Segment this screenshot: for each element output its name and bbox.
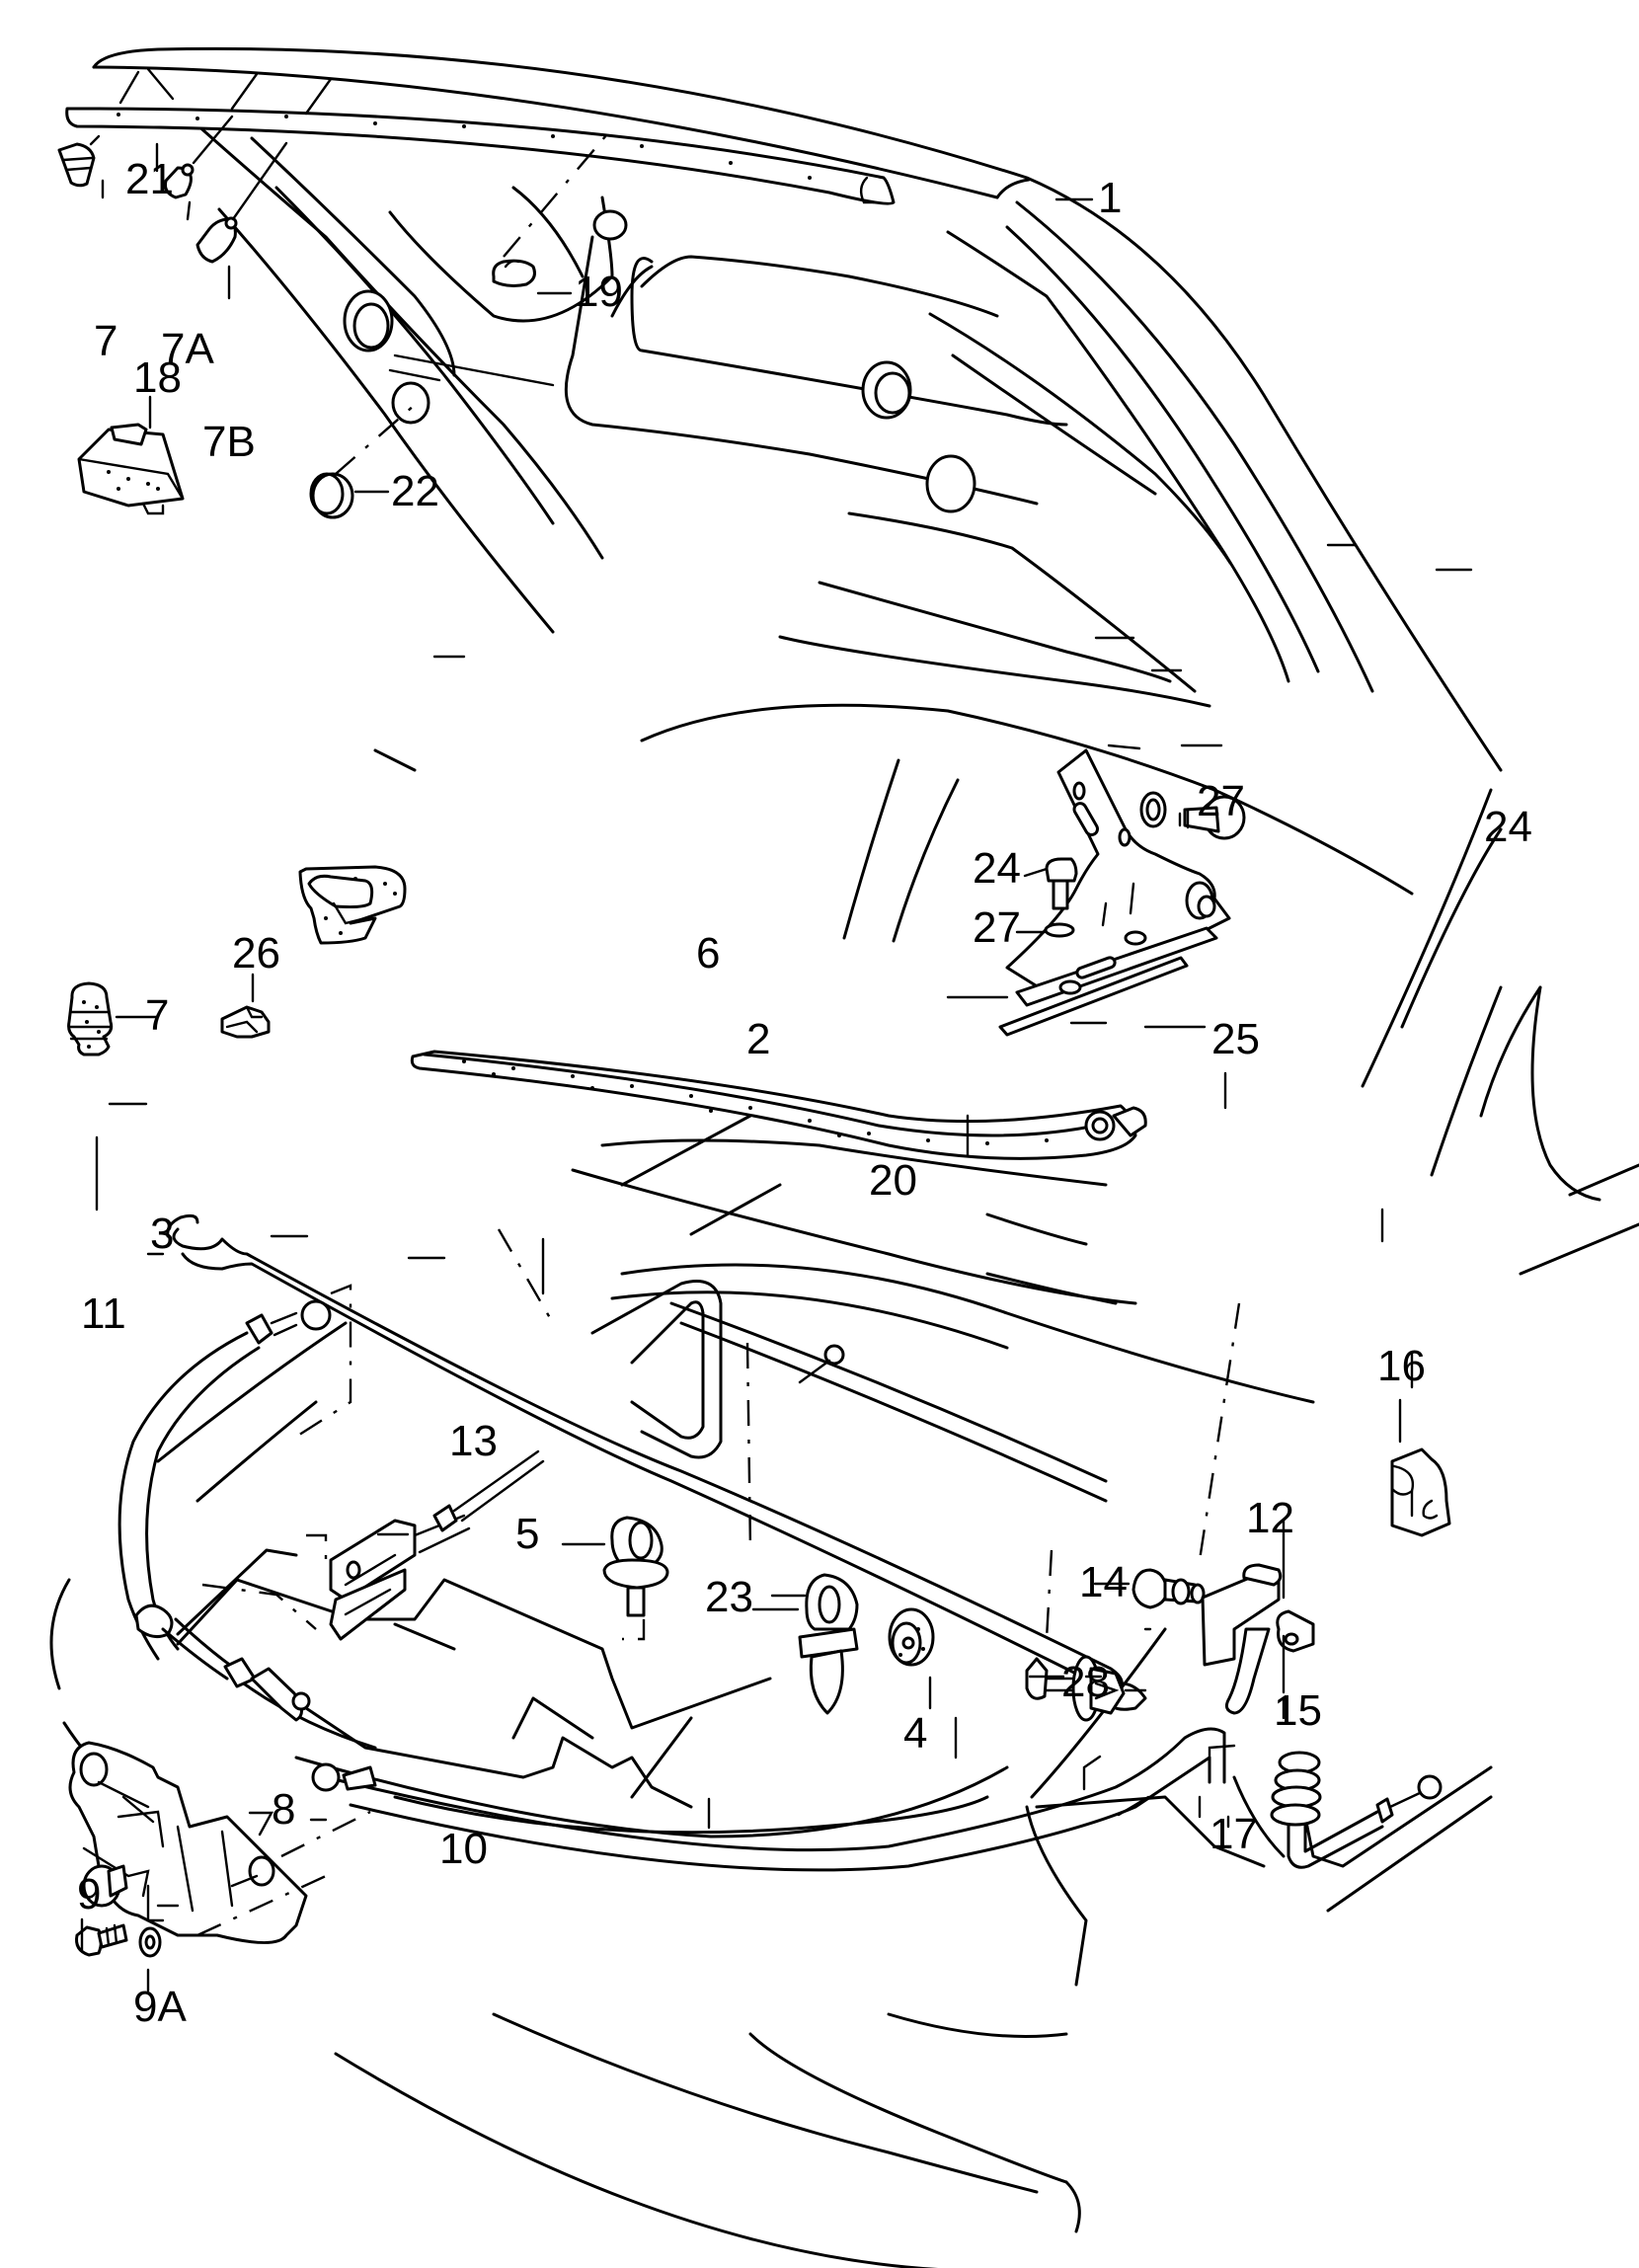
callout-12[interactable]: 12 [1246, 1494, 1294, 1542]
callout-3[interactable]: 3 [150, 1210, 174, 1258]
hood-clip-slot [592, 209, 628, 241]
leader-lines [80, 142, 1473, 1993]
washer-upper[interactable] [1139, 791, 1167, 828]
leader-lines-extra [146, 867, 1402, 1829]
leader-dash [1045, 1549, 1054, 1640]
hood-hole [343, 289, 394, 352]
release-cable-10[interactable] [311, 1727, 1226, 1872]
leader-dash [497, 1228, 555, 1324]
callout-22[interactable]: 22 [391, 467, 439, 515]
washer-9A[interactable] [138, 1926, 162, 1958]
callout-7A[interactable]: 7A [161, 325, 214, 373]
callout-28[interactable]: 28 [1061, 1658, 1110, 1706]
lock-8[interactable] [68, 1741, 371, 1944]
callout-labels: 1 2 3 4 5 6 7 7 7A 7B 8 9 9A 10 11 12 13… [77, 155, 1532, 2031]
callout-24-upper[interactable]: 24 [1484, 803, 1532, 851]
buffer-upper[interactable] [57, 134, 101, 188]
callout-23[interactable]: 23 [705, 1573, 753, 1621]
callout-25[interactable]: 25 [1211, 1015, 1260, 1063]
leader-dash [745, 1342, 752, 1551]
hood-panel[interactable] [92, 46, 1503, 896]
buffer-variant-b[interactable] [195, 141, 288, 264]
callout-18[interactable]: 18 [133, 353, 182, 402]
hood-hole [391, 381, 430, 425]
hinge-bolt-lower[interactable] [1045, 857, 1078, 910]
cable-clip-13[interactable] [329, 1449, 545, 1641]
support-rod[interactable] [166, 1213, 1147, 1711]
clip-16[interactable] [1390, 1447, 1451, 1537]
callout-7-lower[interactable]: 7 [145, 991, 169, 1040]
cap-22[interactable] [309, 404, 416, 519]
hood-hole [925, 454, 976, 513]
bolt-9[interactable] [75, 1923, 128, 1957]
buffer-lower[interactable] [67, 981, 114, 1056]
clip-26[interactable] [220, 1005, 271, 1039]
callout-15[interactable]: 15 [1274, 1686, 1322, 1735]
buffer-variant-a[interactable] [164, 115, 234, 199]
leader-dash [1198, 1302, 1241, 1561]
callout-11[interactable]: 11 [81, 1290, 126, 1338]
callout-8[interactable]: 8 [272, 1785, 295, 1834]
callout-16[interactable]: 16 [1377, 1342, 1426, 1390]
release-lever-12[interactable] [1201, 1563, 1283, 1715]
callout-7B[interactable]: 7B [202, 418, 256, 466]
holder-18[interactable] [77, 423, 185, 515]
hinge-bolt-upper[interactable] [1178, 795, 1246, 840]
callout-13[interactable]: 13 [449, 1417, 498, 1465]
hinge-assembly[interactable] [998, 748, 1231, 1037]
clip-holder-23[interactable] [798, 1573, 859, 1715]
callout-4[interactable]: 4 [903, 1709, 927, 1758]
rod-holder-5[interactable] [602, 1516, 669, 1641]
callout-21[interactable]: 21 [125, 155, 174, 203]
callout-10[interactable]: 10 [439, 1825, 488, 1873]
callout-19[interactable]: 19 [575, 268, 623, 316]
cable-front[interactable] [117, 1284, 352, 1722]
callout-7-upper[interactable]: 7 [94, 317, 117, 365]
washer-lower[interactable] [1044, 922, 1075, 938]
seal-strip-20[interactable] [410, 1050, 1147, 1160]
hood-seal-strip[interactable] [65, 67, 896, 205]
callout-9[interactable]: 9 [77, 1870, 101, 1918]
callout-27-upper[interactable]: 27 [1197, 777, 1245, 825]
lever-clip-15[interactable] [1276, 1609, 1315, 1653]
callout-6[interactable]: 6 [696, 929, 720, 978]
callout-9A[interactable]: 9A [133, 1983, 187, 2031]
callout-24-lower[interactable]: 24 [973, 844, 1021, 893]
screw-14[interactable] [1132, 1568, 1206, 1609]
callout-27-lower[interactable]: 27 [973, 903, 1021, 952]
cable-grommet-17[interactable] [1270, 1751, 1443, 1869]
seal-clip-6[interactable] [298, 865, 407, 945]
callout-17[interactable]: 17 [1210, 1810, 1258, 1858]
grommet-4[interactable] [888, 1607, 935, 1667]
body-frame [49, 758, 1639, 2268]
expanding-rivet-28[interactable] [1025, 1655, 1126, 1722]
front-tube [590, 1280, 1108, 1503]
callout-1[interactable]: 1 [1098, 174, 1122, 222]
callout-5[interactable]: 5 [515, 1510, 539, 1558]
callout-14[interactable]: 14 [1079, 1558, 1128, 1606]
callout-20[interactable]: 20 [869, 1156, 917, 1205]
callout-2[interactable]: 2 [746, 1015, 770, 1063]
hood-plug[interactable] [492, 127, 613, 287]
callout-26[interactable]: 26 [232, 929, 280, 978]
